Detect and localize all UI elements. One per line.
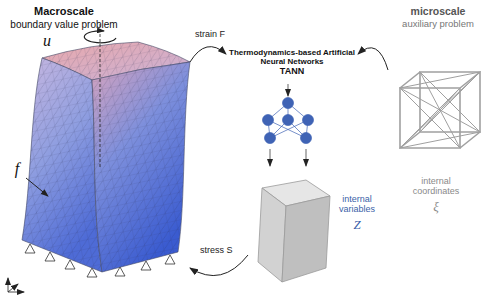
poly-left	[258, 188, 286, 282]
rotation-symbol: u	[40, 32, 54, 50]
lattice-struts	[400, 72, 480, 148]
variable-symbol: Z	[349, 218, 365, 233]
rotation-arrow	[84, 31, 116, 43]
heading: Macroscale	[5, 5, 123, 18]
connector-arrow	[190, 255, 248, 276]
force-symbol: f	[11, 160, 23, 178]
support-triangle	[141, 261, 151, 270]
microscale-region: microscale auxiliary problem	[388, 3, 490, 168]
heading: microscale	[388, 5, 488, 17]
support-triangle	[25, 244, 35, 253]
nn-output-arrow	[306, 149, 307, 166]
rotation-axis	[100, 24, 101, 168]
connector-arrow	[358, 48, 388, 70]
lattice-cell	[400, 72, 480, 148]
nn-neuron	[301, 133, 312, 144]
coordinates-symbol: ξ	[430, 200, 442, 215]
poly-front	[282, 196, 330, 282]
coordinates-label: internal coordinates	[404, 176, 468, 197]
neural-network	[263, 84, 314, 166]
nn-neuron	[283, 115, 294, 126]
support-triangle	[115, 267, 125, 276]
support-triangle	[165, 255, 175, 264]
nn-neuron	[263, 115, 274, 126]
nn-neuron	[283, 98, 294, 109]
subheading: boundary value problem	[5, 19, 123, 31]
variable-label: internal variables	[330, 194, 384, 215]
edge-label: strain F	[194, 29, 226, 39]
internal-variables-polyhedron	[258, 180, 330, 282]
axis	[8, 292, 24, 293]
macroscale-region: Macroscaleboundary value problem	[5, 3, 190, 293]
edge-label: stress S	[199, 245, 234, 255]
axis	[8, 284, 18, 292]
support-triangle	[87, 268, 97, 277]
support-triangle	[65, 260, 75, 269]
tann-title: Thermodynamics-based Artificial Neural N…	[226, 46, 358, 79]
subheading: auxiliary problem	[388, 19, 488, 30]
axis	[8, 278, 9, 292]
supports	[25, 244, 175, 277]
axes	[8, 278, 24, 292]
connector-arrow	[190, 47, 226, 62]
internal-variables-node: internal variablesZ	[248, 178, 388, 284]
support-triangle	[45, 252, 55, 261]
nn-input-arrow	[288, 84, 289, 96]
nn-output-arrow	[270, 149, 271, 166]
nn-neuron	[303, 115, 314, 126]
force-arrow	[26, 178, 48, 196]
twisted-block	[22, 42, 190, 272]
acronym: TANN	[226, 66, 358, 76]
lattice-edges	[400, 72, 480, 148]
block-mesh	[22, 42, 190, 272]
heading: Thermodynamics-based Artificial Neural N…	[226, 48, 358, 66]
nn-neuron	[265, 133, 276, 144]
